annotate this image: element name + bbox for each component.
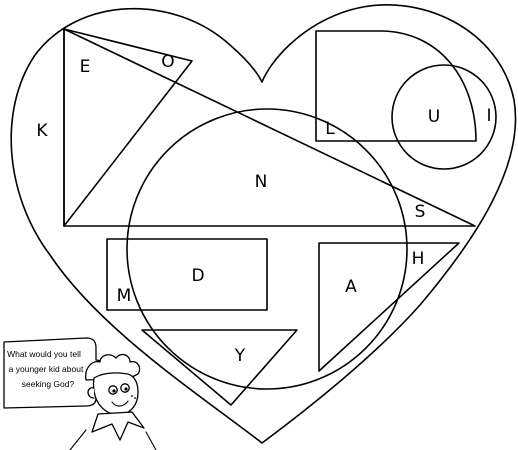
circle-small — [392, 65, 496, 169]
speech-bubble-line-1: What would you tell — [7, 349, 81, 359]
cartoon-boy-collar — [92, 412, 144, 440]
rect-l — [316, 31, 476, 141]
triangle-k-n-s — [64, 29, 475, 226]
letter-h: H — [412, 249, 425, 269]
cartoon-boy-pupil-right — [124, 387, 127, 390]
letter-i: I — [486, 106, 491, 126]
cartoon-boy-shirt — [70, 430, 156, 450]
letter-s: S — [415, 202, 426, 222]
letter-m: M — [117, 286, 132, 306]
letter-y: Y — [234, 346, 246, 366]
cartoon-boy-freckle — [131, 395, 133, 397]
letter-u: U — [428, 107, 440, 127]
letter-d: D — [191, 266, 204, 286]
cartoon-boy-pupil-left — [112, 389, 115, 392]
letter-l: L — [325, 119, 335, 139]
triangle-y — [142, 330, 297, 405]
speech-bubble-line-3: seeking God? — [22, 379, 75, 389]
letter-k: K — [36, 121, 48, 141]
letter-o: O — [161, 52, 174, 72]
cartoon-boy-freckle — [134, 397, 136, 399]
shape-a-h — [319, 243, 459, 371]
speech-bubble-line-2: a younger kid about — [9, 364, 84, 374]
letter-a: A — [345, 277, 357, 297]
letter-n: N — [255, 172, 268, 192]
letter-e: E — [80, 57, 91, 77]
